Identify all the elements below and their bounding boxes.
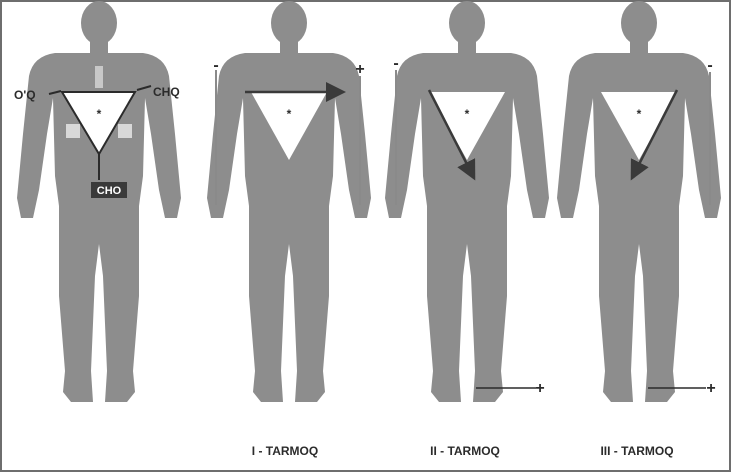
chest-pad-right	[118, 124, 132, 138]
lead-3-plus-sign: +	[706, 380, 715, 397]
collar-strip	[95, 66, 103, 88]
lead-1-plus-sign: +	[355, 61, 364, 78]
figure-lead-1: *	[207, 1, 371, 402]
electrode-label-right-arm: O'Q	[14, 88, 36, 102]
lead-2-minus-sign: -	[393, 55, 398, 72]
lead-3-center-mark: *	[637, 107, 642, 121]
lead-1-center-mark: *	[287, 107, 292, 121]
chest-pad-left	[66, 124, 80, 138]
triangle-center-mark: *	[97, 107, 102, 121]
lead-2-center-mark: *	[465, 107, 470, 121]
lead-3-minus-sign: -	[707, 57, 712, 74]
figure-electrodes: * O'Q CHQ CHO	[14, 1, 181, 402]
electrode-label-left-leg: CHO	[97, 185, 122, 197]
electrode-label-left-arm: CHQ	[153, 85, 180, 99]
figure-lead-3: *	[557, 1, 721, 402]
lead-2-label: II - TARMOQ	[430, 444, 500, 458]
lead-2-plus-sign: +	[535, 380, 544, 397]
lead-1-label: I - TARMOQ	[252, 444, 318, 458]
lead-3-label: III - TARMOQ	[600, 444, 673, 458]
lead-1-minus-sign: -	[213, 57, 218, 74]
figure-lead-2: *	[385, 1, 549, 402]
